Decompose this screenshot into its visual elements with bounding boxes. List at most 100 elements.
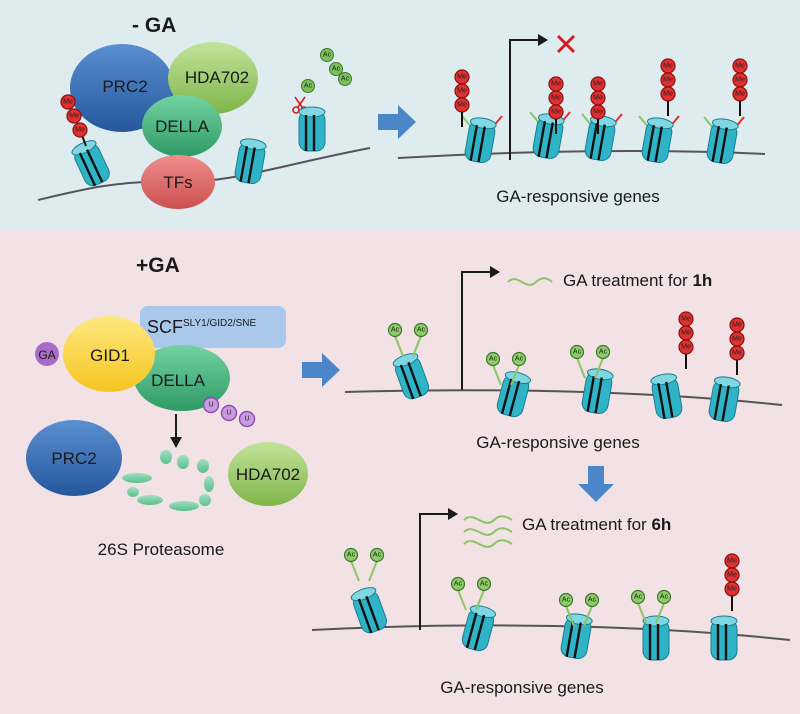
methyl-mark: Me bbox=[732, 58, 748, 74]
methyl-mark: Me bbox=[454, 97, 470, 113]
transcript-1h bbox=[507, 277, 553, 286]
tss-arrowhead-6h bbox=[448, 508, 458, 520]
tss-arrow-minus bbox=[509, 39, 538, 160]
genes-label-1h: GA-responsive genes bbox=[476, 433, 639, 452]
methyl-mark: Me bbox=[454, 69, 470, 85]
svg-text:Me: Me bbox=[457, 74, 467, 81]
methyl-mark: Me bbox=[590, 104, 606, 120]
svg-text:Ac: Ac bbox=[347, 552, 356, 559]
methyl-mark: Me bbox=[724, 553, 740, 569]
methyl-mark: Me bbox=[590, 76, 606, 92]
prc2-complex-plus bbox=[26, 420, 122, 496]
della-plus-label: DELLA bbox=[151, 371, 206, 390]
ga-molecule bbox=[35, 342, 59, 366]
svg-text:Me: Me bbox=[457, 88, 467, 95]
acetyl-mark: Ac bbox=[485, 351, 501, 367]
methyl-mark: Me bbox=[60, 94, 76, 110]
nucleosome bbox=[581, 368, 614, 415]
ubiquitin-chain: U U U bbox=[202, 396, 256, 428]
acetyl-mark: Ac bbox=[413, 322, 429, 338]
svg-text:Me: Me bbox=[551, 95, 561, 102]
minus-ga-title: - GA bbox=[132, 14, 176, 37]
svg-text:Ac: Ac bbox=[454, 581, 463, 588]
acetyl-mark: Ac bbox=[656, 589, 672, 605]
svg-text:Ac: Ac bbox=[480, 581, 489, 588]
methyl-mark: Me bbox=[729, 345, 745, 361]
tfs-protein bbox=[141, 155, 215, 209]
acetyl-stem bbox=[394, 335, 404, 357]
methyl-mark: Me bbox=[66, 108, 82, 124]
acetyl-stem bbox=[510, 364, 520, 386]
nucleosome bbox=[298, 106, 326, 152]
svg-text:Me: Me bbox=[663, 63, 673, 70]
genes-label-minus: GA-responsive genes bbox=[496, 187, 659, 206]
plus-ga-panel bbox=[0, 230, 800, 714]
process-arrow-down bbox=[578, 466, 614, 502]
nucleosome bbox=[641, 117, 674, 164]
nucleosome bbox=[710, 615, 738, 661]
tss-arrow-1h bbox=[461, 271, 490, 390]
svg-text:Me: Me bbox=[732, 322, 742, 329]
nucleosome bbox=[650, 373, 683, 420]
methyl-mark: Me bbox=[724, 567, 740, 583]
svg-text:U: U bbox=[208, 402, 213, 409]
proteasome-label: 26S Proteasome bbox=[98, 540, 225, 559]
svg-text:Ac: Ac bbox=[417, 327, 426, 334]
methyl-mark: Me bbox=[678, 339, 694, 355]
svg-text:Me: Me bbox=[75, 127, 85, 134]
prc2-label: PRC2 bbox=[102, 77, 147, 96]
acetyl-mark: Ac bbox=[343, 547, 359, 563]
treatment-1h-label: GA treatment for 1h bbox=[563, 271, 712, 290]
nucleosome bbox=[350, 587, 388, 634]
svg-text:Me: Me bbox=[663, 77, 673, 84]
acetyl-mark: Ac bbox=[584, 592, 600, 608]
svg-text:Ac: Ac bbox=[599, 349, 608, 356]
acetyl-stem bbox=[457, 589, 467, 611]
svg-text:Me: Me bbox=[69, 113, 79, 120]
process-arrow-plus bbox=[302, 353, 340, 387]
svg-text:Ac: Ac bbox=[332, 66, 341, 73]
tss-arrowhead-minus bbox=[538, 34, 548, 46]
svg-text:Me: Me bbox=[457, 102, 467, 109]
prc2-plus-label: PRC2 bbox=[51, 449, 96, 468]
acetyl-mark: Ac bbox=[595, 344, 611, 360]
svg-text:U: U bbox=[244, 416, 249, 423]
acetyl-mark: Ac bbox=[630, 589, 646, 605]
svg-text:U: U bbox=[226, 410, 231, 417]
acetyl-mark: Ac bbox=[558, 592, 574, 608]
methyl-mark: Me bbox=[590, 90, 606, 106]
genes-label-6h: GA-responsive genes bbox=[440, 678, 603, 697]
svg-text:Ac: Ac bbox=[588, 597, 597, 604]
acetyl-mark: Ac bbox=[369, 547, 385, 563]
process-arrow-minus bbox=[378, 105, 416, 139]
svg-text:Ac: Ac bbox=[660, 594, 669, 601]
hda702-plus-label: HDA702 bbox=[236, 465, 300, 484]
svg-text:Me: Me bbox=[735, 91, 745, 98]
methyl-mark: Me bbox=[660, 72, 676, 88]
gid1-label: GID1 bbox=[90, 346, 130, 365]
svg-text:Me: Me bbox=[63, 99, 73, 106]
treatment-6h-label: GA treatment for 6h bbox=[522, 515, 671, 534]
nucleosome bbox=[496, 371, 532, 418]
svg-text:Me: Me bbox=[735, 63, 745, 70]
nucleosome bbox=[708, 376, 741, 423]
hda702-complex-plus bbox=[228, 442, 308, 506]
acetyl-stem bbox=[475, 589, 485, 611]
methyl-mark: Me bbox=[732, 72, 748, 88]
acetyl-mark: Ac bbox=[387, 322, 403, 338]
methyl-mark: Me bbox=[660, 58, 676, 74]
svg-text:Me: Me bbox=[593, 109, 603, 116]
svg-text:Me: Me bbox=[727, 572, 737, 579]
svg-text:Me: Me bbox=[732, 336, 742, 343]
svg-text:Ac: Ac bbox=[304, 83, 313, 90]
acetyl-stem bbox=[637, 602, 647, 624]
plus-ga-title: +GA bbox=[136, 254, 180, 277]
della-protein bbox=[142, 95, 222, 157]
methyl-mark: Me bbox=[678, 311, 694, 327]
scf-complex bbox=[140, 306, 286, 348]
svg-text:Ac: Ac bbox=[562, 597, 571, 604]
proteasome-fragments bbox=[122, 450, 214, 511]
svg-text:Me: Me bbox=[593, 95, 603, 102]
acetyl-stem bbox=[583, 605, 593, 627]
